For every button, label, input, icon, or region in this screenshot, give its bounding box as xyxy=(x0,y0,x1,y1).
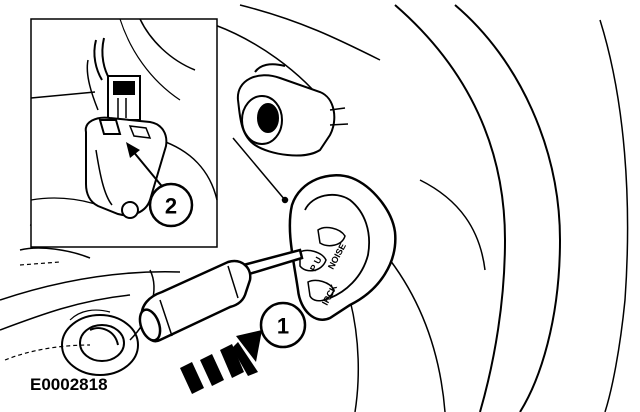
inset-detail: 2 xyxy=(30,18,218,248)
combination-switch xyxy=(288,174,397,321)
callout-1: 1 xyxy=(259,301,307,349)
upper-stalk-knob xyxy=(236,63,349,157)
callout-2: 2 xyxy=(148,182,194,228)
figure-reference-id: E0002818 xyxy=(30,375,108,394)
screwdriver xyxy=(138,248,304,343)
push-direction-arrow xyxy=(180,330,262,394)
inset-pointer-arrow xyxy=(126,142,166,191)
callout-2-label: 2 xyxy=(165,194,177,219)
dashboard-background xyxy=(0,4,629,412)
leader-line xyxy=(232,137,289,204)
callout-1-label: 1 xyxy=(277,314,289,339)
